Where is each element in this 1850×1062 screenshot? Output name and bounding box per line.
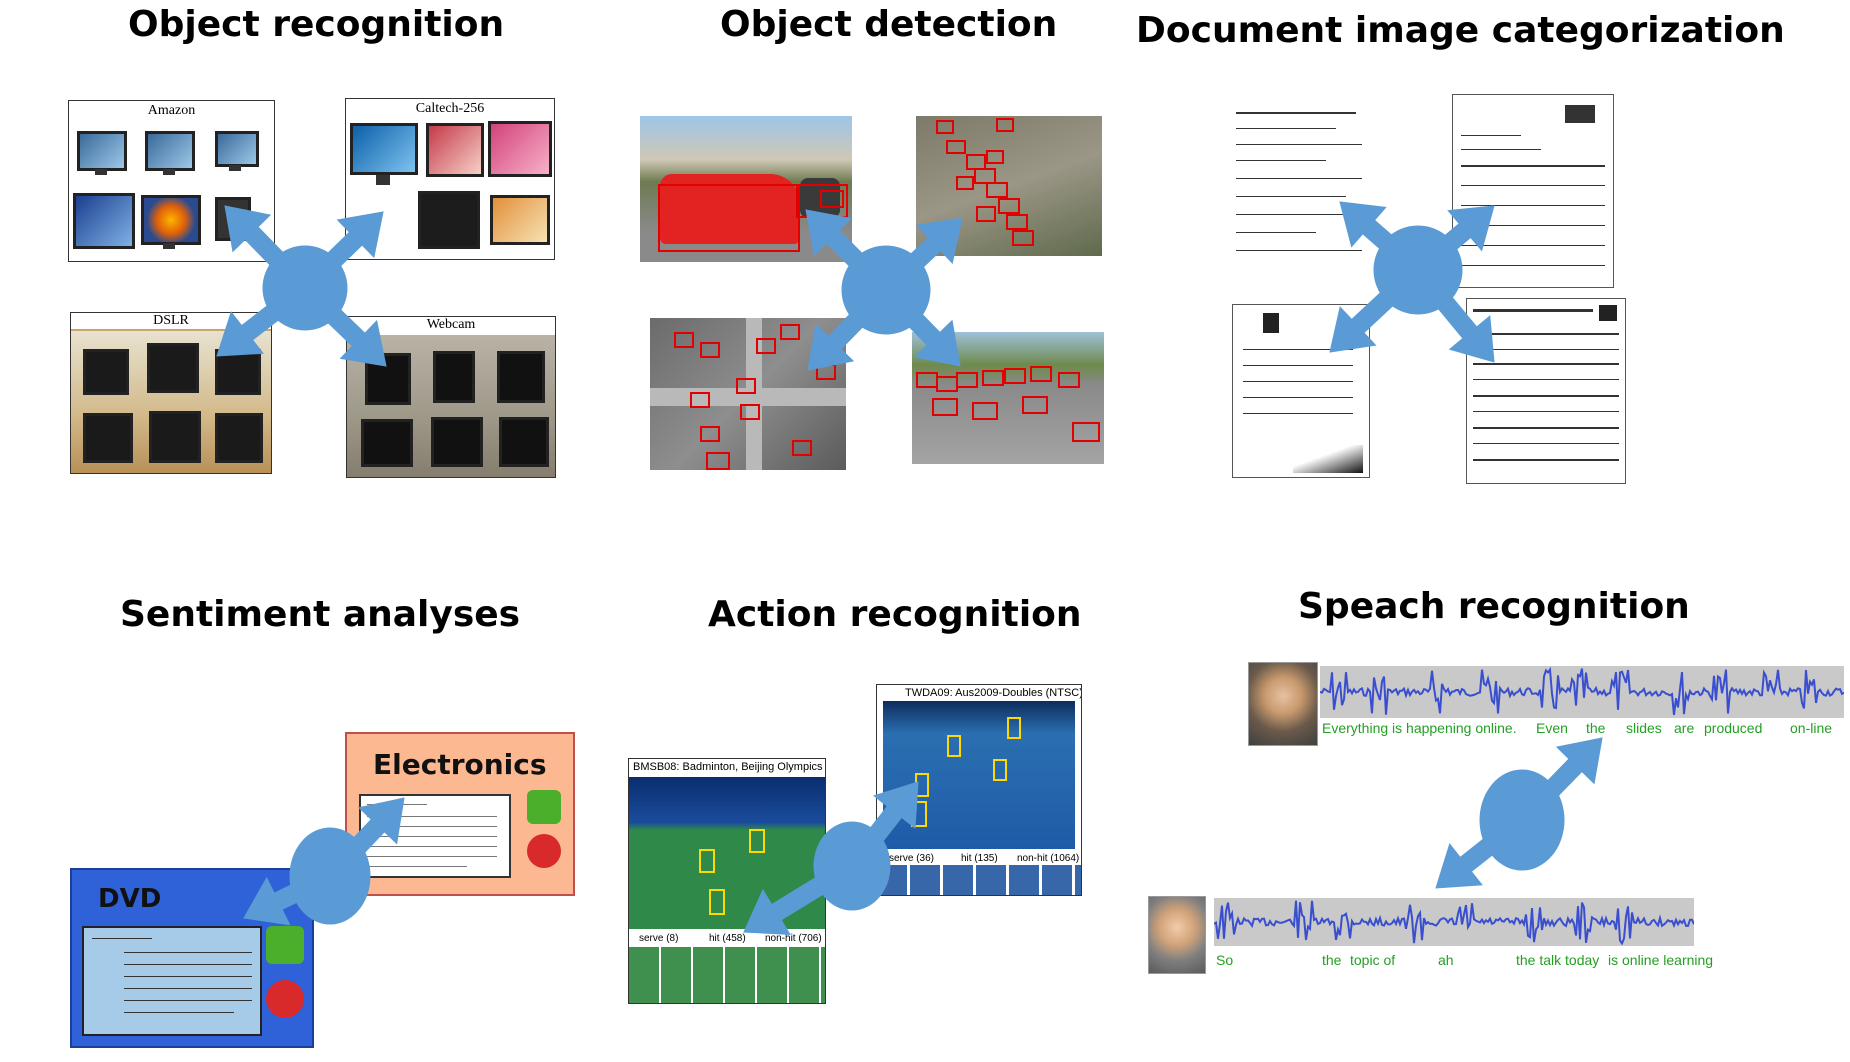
arrow-to-webcam: [298, 280, 387, 367]
transcript2-word: the talk today: [1516, 952, 1600, 968]
title-action-recognition: Action recognition: [708, 594, 1082, 635]
dvd-card: DVD: [70, 868, 314, 1048]
badminton-title: BMSB08: Badminton, Beijing Olympics: [633, 761, 823, 773]
detection-box: [658, 184, 800, 252]
thumbs-down-icon: [527, 834, 561, 868]
transcript2-word: So: [1216, 952, 1234, 968]
thumbs-up-icon: [527, 790, 561, 824]
speaker1-avatar: [1248, 662, 1318, 746]
arrow-to-tennis: [844, 781, 919, 873]
arrow-to-dslr: [216, 280, 312, 357]
transcript1-word: slides: [1626, 720, 1662, 736]
speaker2-waveform: [1214, 898, 1694, 946]
transcript2-word: is online learning: [1608, 952, 1714, 968]
electronics-label: Electronics: [373, 748, 547, 781]
arrow-to-doc: [1339, 201, 1425, 278]
transcript1-word: the: [1586, 720, 1606, 736]
thumbs-up-icon: [266, 926, 304, 964]
document-image: [1230, 98, 1370, 270]
badminton-class-hit: hit (458): [709, 933, 746, 944]
arrow-to-parking: [879, 217, 963, 298]
arrow-to-street: [878, 282, 961, 367]
arrow-to-speaker2: [1435, 812, 1529, 889]
domain-amazon-tile: Amazon: [68, 100, 275, 262]
title-object-recognition: Object recognition: [128, 4, 505, 45]
detection-car-image: [640, 116, 852, 262]
document-image: [1452, 94, 1614, 288]
transcript1-word: produced: [1704, 720, 1763, 736]
badminton-class-nonhit: non-hit (706): [765, 933, 822, 944]
transcript2-word: the: [1322, 952, 1342, 968]
domain-label: DSLR: [71, 313, 271, 329]
dvd-label: DVD: [98, 884, 162, 914]
transcript1-word: are: [1674, 720, 1695, 736]
arrow-to-amazon: [224, 205, 313, 296]
arrow-to-badminton: [743, 857, 858, 935]
arrow-to-caltech: [297, 211, 384, 296]
arrow-to-dvd: [243, 867, 335, 926]
tennis-class-hit: hit (135): [961, 853, 998, 864]
domain-label: Amazon: [147, 103, 196, 118]
electronics-card: Electronics: [345, 732, 575, 896]
domain-label: Caltech-256: [415, 101, 485, 116]
tennis-class-serve: serve (36): [889, 853, 935, 864]
tennis-class-nonhit: non-hit (1064): [1017, 853, 1080, 864]
document-image: [1466, 298, 1626, 484]
transcript1-word: on-line: [1790, 720, 1833, 736]
speaker2-avatar: [1148, 896, 1206, 974]
detection-box: [820, 190, 844, 208]
arrow-to-doc: [1329, 262, 1425, 353]
arrow-to-car: [805, 209, 894, 298]
arrow-to-doc: [1411, 205, 1495, 278]
domain-dslr-tile: DSLR: [70, 312, 272, 474]
badminton-thumbnails: [629, 947, 825, 1003]
thumbs-down-icon: [266, 980, 304, 1018]
transcript1-word: Everything is happening online.: [1322, 720, 1517, 736]
transcript1-word: Even: [1536, 720, 1568, 736]
arrow-to-speaker1: [1514, 737, 1603, 828]
transcript2-word: topic of: [1350, 952, 1396, 968]
arrow-to-intersection: [807, 282, 894, 371]
domain-webcam-tile: Webcam: [346, 316, 556, 478]
speaker1-waveform: [1320, 666, 1844, 718]
tennis-title: TWDA09: Aus2009-Doubles (NTSC): [905, 687, 1082, 699]
transcript2-word: ah: [1438, 952, 1454, 968]
title-speech-recognition: Speach recognition: [1298, 586, 1690, 627]
review-text-box: [82, 926, 262, 1036]
arrow-to-electronics: [322, 797, 405, 883]
title-object-detection: Object detection: [720, 4, 1058, 45]
arrow-to-doc: [1410, 263, 1495, 363]
badminton-class-serve: serve (8): [639, 933, 679, 944]
tennis-thumbnails: [877, 865, 1081, 895]
domain-label: Webcam: [347, 317, 555, 333]
domain-caltech-tile: Caltech-256: [345, 98, 555, 260]
detection-intersection-image: [650, 318, 846, 470]
title-sentiment: Sentiment analyses: [120, 594, 521, 635]
title-document-categorization: Document image categorization: [1136, 10, 1785, 51]
